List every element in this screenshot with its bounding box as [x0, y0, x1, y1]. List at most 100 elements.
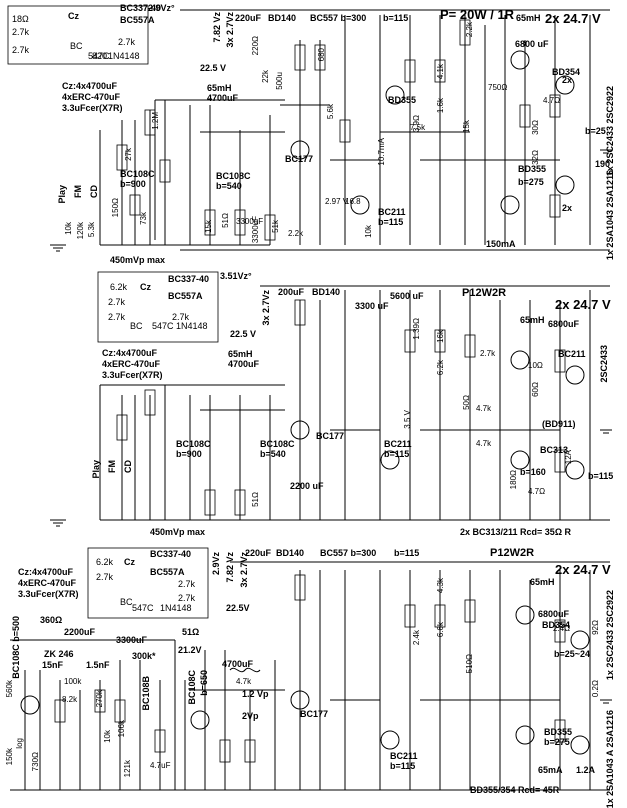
bd211-2b: BC211 — [384, 439, 412, 449]
volt-35-2: 3.5 V — [403, 410, 412, 429]
bias-resistor-2k7-2c: 2.7k — [172, 312, 190, 322]
res-12a-2: 12A — [564, 450, 573, 465]
res-27k-2: 2.7k — [480, 349, 496, 358]
bd140-label: BD140 — [268, 13, 297, 23]
bd355-label-1b: BD355 — [518, 164, 547, 174]
res-270k-3: 270k — [95, 690, 104, 708]
cap-3300-1: 3300uF — [236, 217, 264, 226]
b115-2b: b=115 — [384, 449, 410, 459]
power-title-2: P12W2R — [462, 287, 507, 299]
res-360-3: 360Ω — [40, 615, 63, 625]
res-62k-2: 6.2k — [436, 360, 445, 376]
schematic-3-wiring — [10, 547, 612, 791]
bias-resistor-2k7-3a: 2.7k — [96, 572, 114, 582]
input-fm-1: FM — [73, 185, 83, 198]
rail-22v-2: 22.5 V — [230, 329, 257, 339]
v782-label: 7.82 Vz — [212, 12, 222, 43]
bd354-3: BD354 — [542, 620, 571, 630]
bias-transistor-1-label-3: BC337-40 — [150, 549, 192, 559]
res-60-2: 60Ω — [531, 382, 540, 397]
cap-6800-2: 6800uF — [548, 319, 580, 329]
cap-6800-3: 6800uF — [538, 609, 570, 619]
res-121k-3: 121k — [123, 760, 132, 778]
res-47-1: 4.7Ω — [543, 96, 561, 105]
bias-transistor-2-label-2: BC557A — [168, 291, 203, 301]
bias-transistor-1-label: BC337-40 — [120, 3, 162, 13]
res-47k-3: 4.7k — [236, 677, 252, 686]
res-2k2-1: 51k — [271, 220, 280, 233]
cap-5600-2: 5600 uF — [390, 291, 424, 301]
bd355-3: BD355 — [544, 727, 573, 737]
bias-resistor-2k7-2b: 2.7k — [108, 312, 126, 322]
res-168-1: 2.97 V — [325, 197, 349, 206]
bc177-2: BC177 — [316, 431, 345, 441]
v782-3: 7.82 Vz — [225, 552, 235, 583]
res-510-3: 510Ω — [465, 654, 474, 674]
cap-2200-3: 2200uF — [64, 627, 96, 637]
cap-6800-1: 6800 uF — [515, 39, 549, 49]
res-22k-1: 22k — [261, 70, 270, 83]
cap-220-3: 220uF — [245, 548, 272, 558]
input-play-2: Play — [91, 460, 101, 479]
res-82k-3: 8.2k — [62, 695, 78, 704]
res-22k-1b: 2.2k — [465, 22, 474, 38]
res-730-3: 730Ω — [31, 752, 40, 772]
res-139-2: 1.39Ω — [412, 318, 421, 340]
footer-2: 2x BC313/211 Rcd= 35Ω R — [460, 527, 572, 537]
2x-top-1: 2x — [562, 75, 573, 85]
schematic-2-wiring — [50, 271, 612, 527]
bias-resistor-2k7-2a: 2.7k — [108, 297, 126, 307]
current-12a-3: 1.2A — [576, 765, 596, 775]
bc108b-3: BC108B — [141, 676, 151, 711]
bc108c-2: BC108C — [176, 439, 211, 449]
bd911-label: (BD911) — [542, 419, 576, 429]
current-107ma-1: 2.2k — [288, 229, 304, 238]
bd211-3: BC211 — [390, 751, 418, 761]
caps-note-1a: Cz:4x4700uF — [62, 81, 118, 91]
cap-47uf-3: 4.7uF — [150, 761, 171, 770]
bc-label-3: BC — [120, 597, 133, 607]
res-27k-1: 51Ω — [221, 213, 230, 228]
bias-547c-3: 547C — [132, 603, 154, 613]
res-30-1: 30Ω — [531, 120, 540, 135]
power-title-3: P12W2R — [490, 547, 535, 559]
cz-label-3: Cz — [124, 557, 135, 567]
log-3: log — [15, 738, 24, 749]
caps-note-3c: 3.3uFcer(X7R) — [18, 589, 79, 599]
res-750-1: 750Ω — [488, 83, 508, 92]
bias-diode: 1N4148 — [108, 51, 140, 61]
choke-65mh-1: 65mH — [516, 13, 541, 23]
res-50-2: 50Ω — [462, 395, 471, 410]
cap-3300-2: 3300 uF — [355, 301, 389, 311]
bc557-label: BC557 b=300 — [310, 13, 367, 23]
volt-212-3: 21.2V — [178, 645, 202, 655]
res-51-3: 51Ω — [182, 627, 200, 637]
choke-1: 65mH — [207, 83, 232, 93]
choke-3: 65mH — [530, 577, 555, 587]
bc313-label: BC313 — [540, 445, 569, 455]
caps-note-3b: 4xERC-470uF — [18, 578, 77, 588]
bc108c-1: BC108C — [120, 169, 155, 179]
vp2-3: 2Vp — [242, 711, 259, 721]
bias-resistor-820: 820 — [92, 51, 108, 61]
bias-transistor-2-label-3: BC557A — [150, 567, 185, 577]
res-120k-1: 10k — [64, 222, 73, 235]
current-65ma-3: 65mA — [538, 765, 563, 775]
bias-resistor-2k7-c: 2.7k — [118, 37, 136, 47]
b25-1: b=25 — [585, 126, 606, 136]
v327-label-2: 3x 2.7Vz — [261, 290, 271, 326]
res-180-2: 180Ω — [509, 470, 518, 490]
res-47k-2b: 4.7k — [476, 439, 492, 448]
bias-transistor-1-label-2: BC337-40 — [168, 274, 210, 284]
res-32-1: 32Ω — [531, 150, 540, 165]
bias-resistor-27-3: 6.2k — [96, 557, 114, 567]
res-560k-3: 560k — [5, 680, 14, 698]
vp12-3: 1.2 Vp — [242, 689, 269, 699]
cz-label-2: Cz — [140, 282, 151, 292]
b160-2: b=160 — [520, 467, 546, 477]
bias-diode-2: 1N4148 — [176, 321, 208, 331]
res-92-3: 92Ω — [591, 620, 600, 635]
cap-1n5-3: 1.5nF — [86, 660, 110, 670]
v327-label: 3x 2.7Vz — [225, 12, 235, 48]
volt-297-1: 10.7mA — [377, 138, 386, 166]
